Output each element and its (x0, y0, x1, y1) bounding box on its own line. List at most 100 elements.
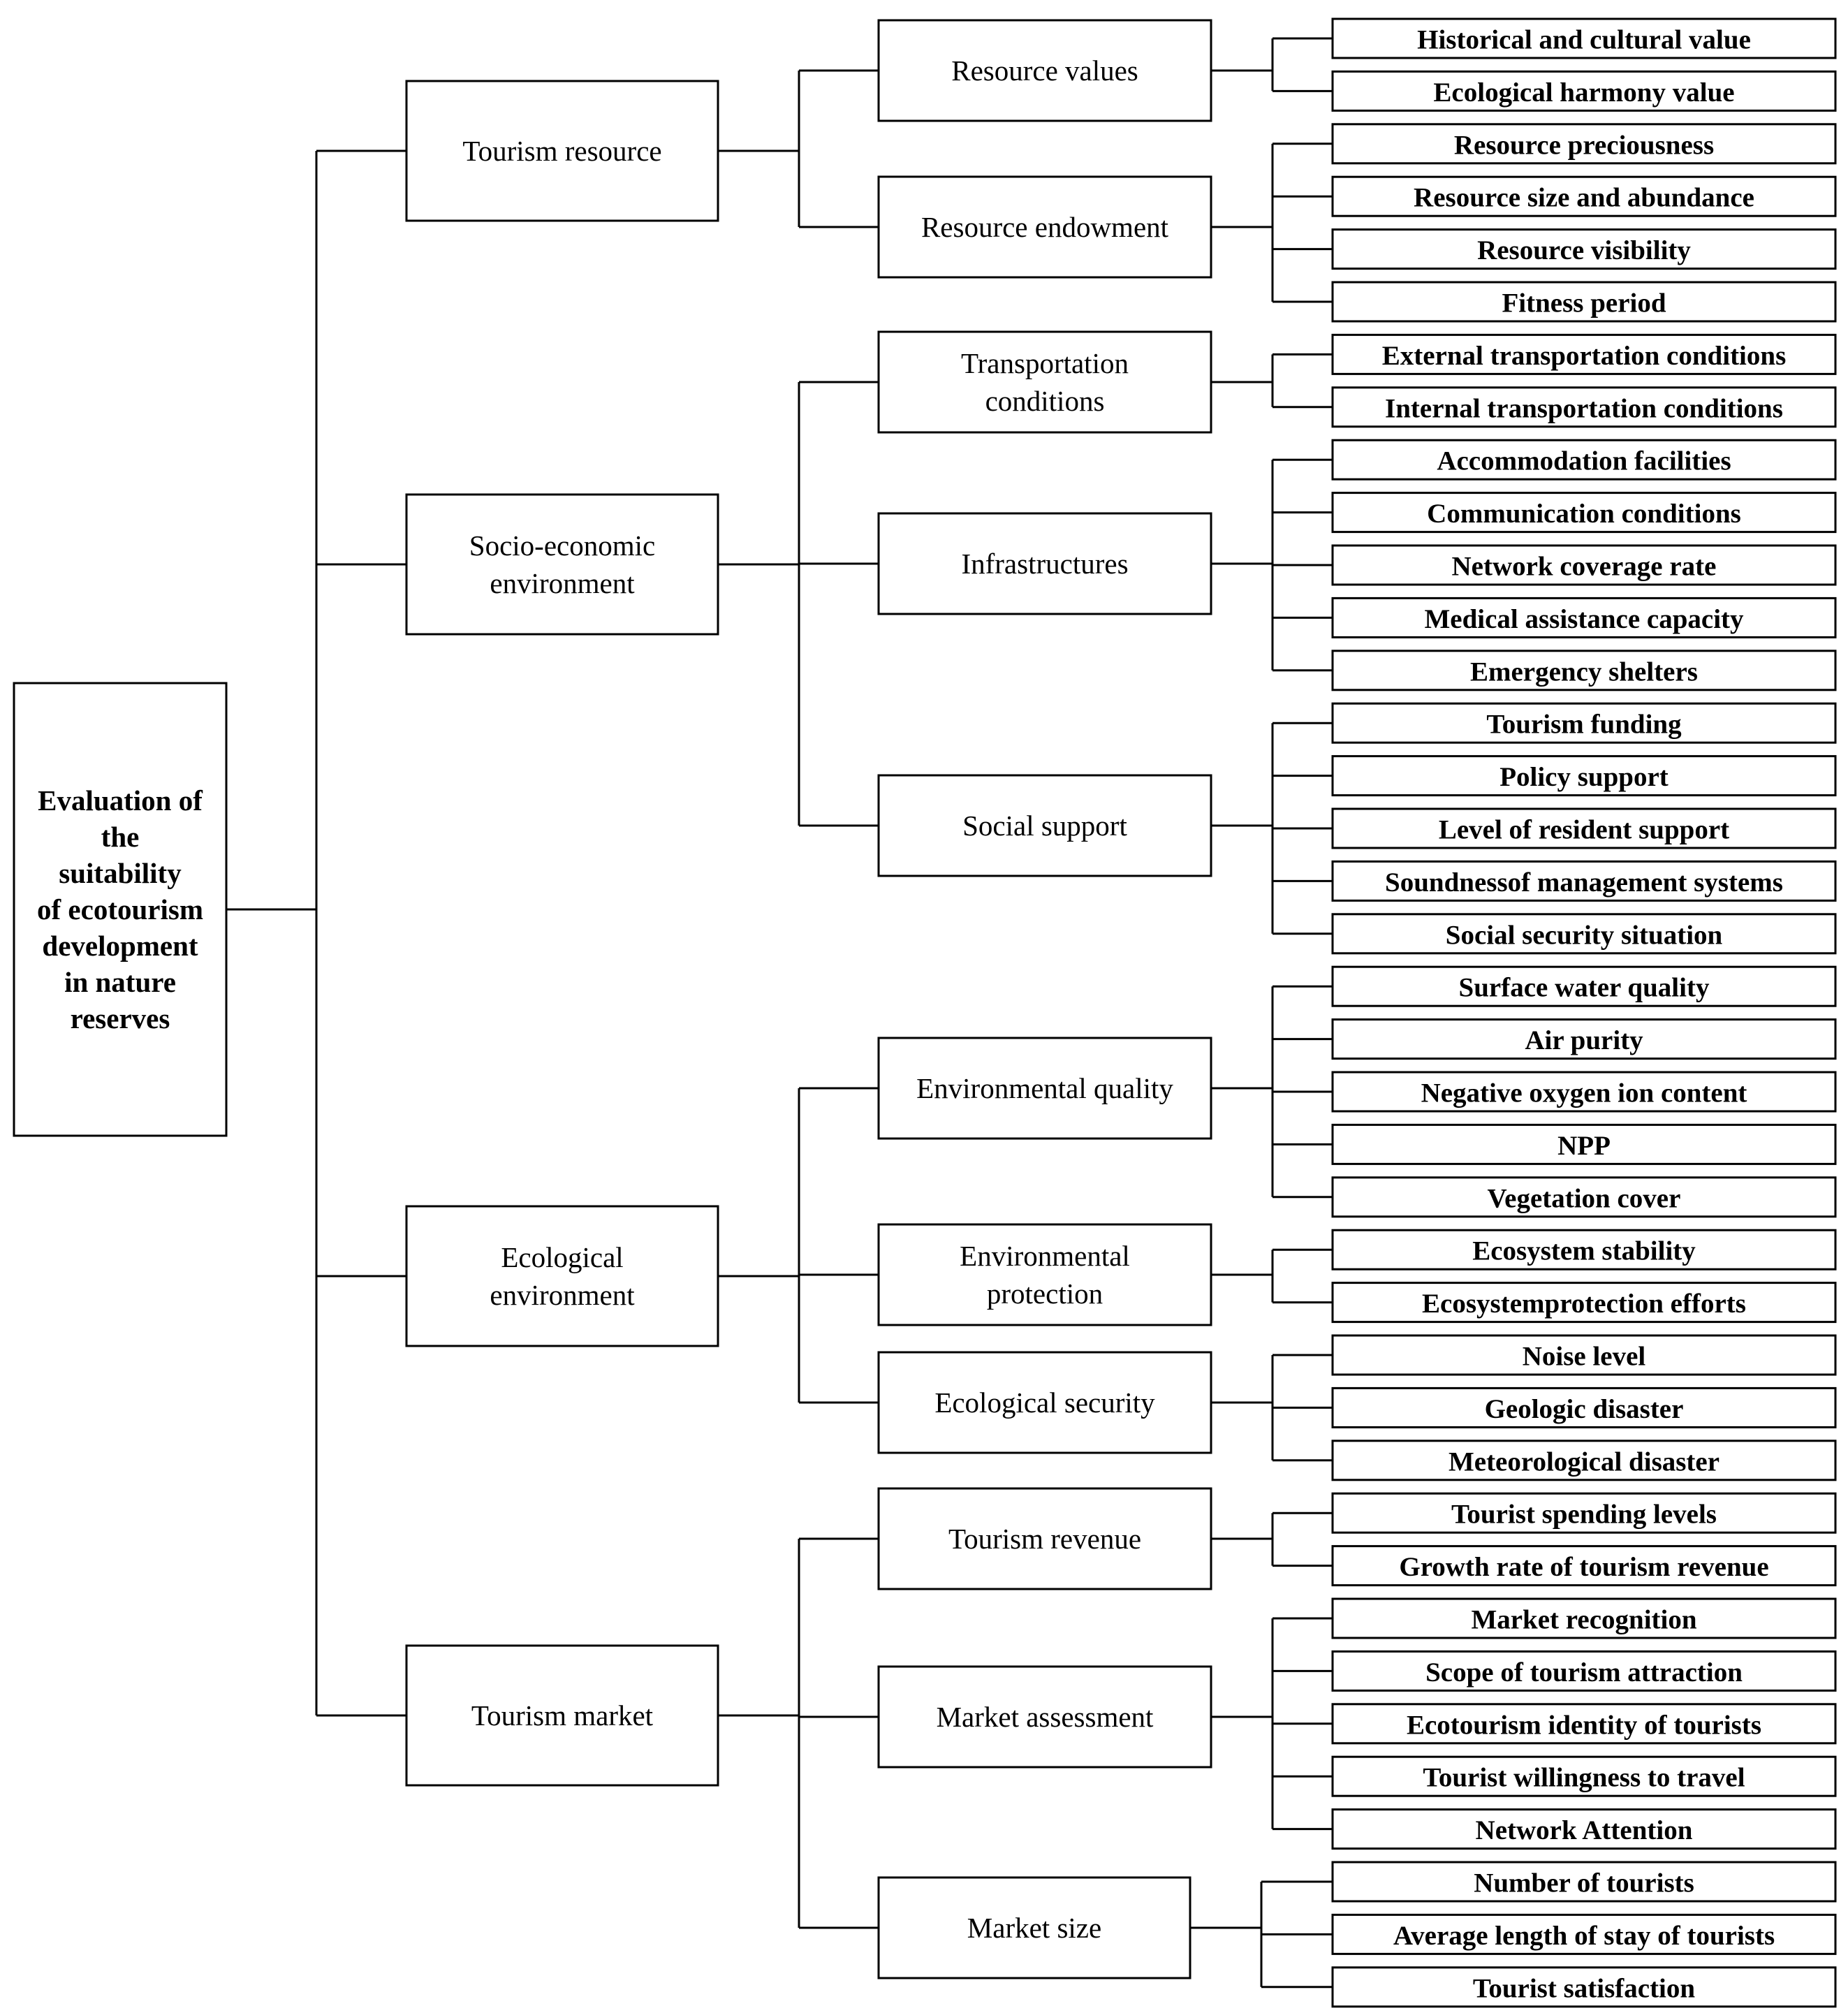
indicator-label: Resource size and abundance (1414, 183, 1754, 213)
group-node (877, 1037, 1212, 1140)
indicator-label: Tourist willingness to travel (1423, 1763, 1745, 1793)
group-label: Market assessment (937, 1701, 1154, 1733)
indicator-label: Communication conditions (1427, 499, 1741, 529)
indicator-node (1331, 1334, 1837, 1376)
group-label: Infrastructures (961, 548, 1128, 580)
indicator-node (1331, 17, 1837, 59)
indicator-node (1331, 596, 1837, 638)
group-label: Resource endowment (921, 211, 1169, 243)
indicator-node (1331, 1229, 1837, 1271)
indicator-label: Emergency shelters (1470, 657, 1698, 687)
indicator-label: Historical and cultural value (1417, 25, 1751, 55)
indicator-node (1331, 492, 1837, 534)
indicator-label: Number of tourists (1474, 1868, 1694, 1898)
group-node (877, 330, 1212, 434)
category-node (405, 493, 719, 636)
indicator-label: Tourist spending levels (1451, 1500, 1717, 1530)
indicator-label: Surface water quality (1459, 973, 1710, 1003)
indicator-node (1331, 1597, 1837, 1639)
indicator-label: Ecological harmony value (1433, 78, 1734, 108)
indicator-label: Geologic disaster (1485, 1394, 1684, 1424)
indicator-node (1331, 1861, 1837, 1903)
indicator-node (1331, 123, 1837, 165)
indicator-label: Soundnessof management systems (1385, 868, 1783, 898)
group-node (877, 1351, 1212, 1454)
category-node (405, 1205, 719, 1347)
indicator-node (1331, 650, 1837, 691)
indicator-node (1331, 1913, 1837, 1955)
category-node (405, 1644, 719, 1787)
group-node (877, 1487, 1212, 1590)
indicator-label: Network Attention (1476, 1815, 1693, 1845)
indicator-node (1331, 70, 1837, 112)
indicator-label: Internal transportation conditions (1385, 393, 1783, 423)
indicator-node (1331, 1545, 1837, 1587)
indicator-node (1331, 965, 1837, 1007)
indicator-label: Accommodation facilities (1437, 446, 1731, 476)
indicator-node (1331, 1492, 1837, 1534)
indicator-label: Social security situation (1446, 920, 1723, 950)
indicator-label: Noise level (1523, 1342, 1646, 1372)
indicator-node (1331, 1650, 1837, 1692)
indicator-label: Policy support (1499, 762, 1669, 792)
indicator-node (1331, 1808, 1837, 1850)
indicator-node (1331, 1966, 1837, 2008)
indicator-node (1331, 1755, 1837, 1797)
indicator-label: Network coverage rate (1452, 552, 1717, 582)
indicator-node (1331, 1282, 1837, 1324)
indicator-node (1331, 228, 1837, 270)
indicator-node (1331, 439, 1837, 481)
group-label: Resource values (951, 54, 1138, 87)
indicator-label: Ecosystemprotection efforts (1422, 1289, 1746, 1319)
indicator-node (1331, 544, 1837, 586)
indicator-label: Tourist satisfaction (1473, 1973, 1695, 2003)
indicator-node (1331, 755, 1837, 797)
indicator-label: Medical assistance capacity (1424, 604, 1744, 634)
group-node (877, 1223, 1212, 1326)
group-label: Environmental quality (916, 1072, 1173, 1104)
indicator-node (1331, 1123, 1837, 1165)
indicator-node (1331, 333, 1837, 375)
group-node (877, 19, 1212, 122)
indicator-label: Market recognition (1471, 1605, 1696, 1635)
indicator-node (1331, 1018, 1837, 1060)
indicator-node (1331, 807, 1837, 849)
group-label: Market size (967, 1912, 1101, 1944)
indicator-node (1331, 175, 1837, 217)
indicator-node (1331, 913, 1837, 955)
group-label: Social support (962, 810, 1127, 842)
indicator-label: Air purity (1525, 1025, 1643, 1055)
indicator-node (1331, 1703, 1837, 1745)
indicator-label: Resource preciousness (1454, 130, 1714, 160)
group-node (877, 1876, 1191, 1979)
indicator-node (1331, 1440, 1837, 1481)
indicator-label: Meteorological disaster (1449, 1447, 1719, 1477)
indicator-label: External transportation conditions (1382, 341, 1787, 371)
category-node (405, 80, 719, 222)
indicator-label: Growth rate of tourism revenue (1399, 1552, 1768, 1582)
indicator-label: Scope of tourism attraction (1425, 1657, 1743, 1688)
indicator-label: Tourism funding (1486, 710, 1682, 740)
group-node (877, 1665, 1212, 1769)
indicator-label: Negative oxygen ion content (1421, 1078, 1747, 1108)
group-node (877, 774, 1212, 877)
root-node (13, 682, 228, 1137)
indicator-node (1331, 1176, 1837, 1218)
indicator-label: Vegetation cover (1488, 1183, 1681, 1213)
indicator-label: NPP (1557, 1131, 1611, 1161)
indicator-node (1331, 702, 1837, 744)
category-label: Tourism market (471, 1699, 654, 1732)
group-label: Tourism revenue (948, 1523, 1141, 1555)
indicator-node (1331, 281, 1837, 323)
group-label: Ecological security (934, 1386, 1155, 1419)
indicator-label: Resource visibility (1477, 235, 1691, 265)
group-node (877, 175, 1212, 279)
indicator-label: Level of resident support (1439, 815, 1729, 845)
